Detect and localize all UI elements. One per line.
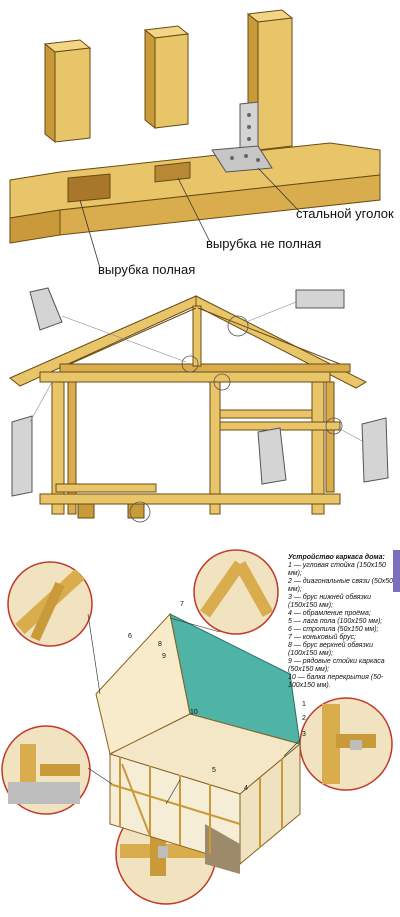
num-3: 3 — [302, 731, 306, 738]
house-panel: 1 2 3 4 5 6 7 8 9 10 Устройство каркаса … — [0, 544, 400, 917]
num-9: 9 — [162, 653, 166, 660]
base-beam — [9, 142, 381, 244]
top-plate — [39, 371, 331, 383]
legend-item-5: 5 — лага пола (100х150 мм); — [288, 618, 383, 625]
num-10: 10 — [190, 709, 198, 716]
callout-leaders — [87, 613, 301, 805]
steel-corner-bracket — [211, 101, 273, 173]
metal-plates — [11, 287, 389, 497]
frame-legend: Устройство каркаса дома: 1 — угловая сто… — [288, 554, 396, 690]
post-full-notch — [43, 39, 92, 144]
opening-header — [219, 409, 313, 419]
legend-item-9: 9 — рядовые стойки каркаса (50х150 мм); — [288, 658, 385, 673]
legend-item-4: 4 — обрамление проёма; — [288, 610, 371, 617]
floor-frame — [39, 483, 341, 519]
legend-item-1: 1 — угловая стойка (150х150 мм); — [288, 562, 386, 577]
num-7: 7 — [180, 601, 184, 608]
num-5: 5 — [212, 767, 216, 774]
post-partial-notch — [143, 25, 190, 130]
num-1: 1 — [302, 701, 306, 708]
legend-item-8: 8 — брус верхней обвязки (100х150 мм); — [288, 642, 373, 657]
frame-panel — [0, 282, 400, 544]
legend-item-6: 6 — стропила (50х150 мм); — [288, 626, 379, 633]
num-8: 8 — [158, 641, 162, 648]
roof-truss — [9, 295, 368, 389]
label-full-notch: вырубка полная — [98, 262, 196, 277]
label-steel-corner: стальной уголок — [296, 206, 394, 221]
legend-item-3: 3 — брус нижней обвязки (150х150 мм); — [288, 594, 371, 609]
legend-item-2: 2 — диагональные связи (50х50 мм); — [288, 578, 394, 593]
detail-callouts — [1, 549, 393, 905]
house-illustration: 1 2 3 4 5 6 7 8 9 10 — [1, 549, 393, 905]
house-frame — [95, 612, 302, 874]
part-numbers: 1 2 3 4 5 6 7 8 9 10 — [128, 601, 306, 792]
callout-circles — [129, 315, 343, 523]
leader-partial-notch — [177, 177, 211, 243]
num-6: 6 — [128, 633, 132, 640]
num-2: 2 — [302, 715, 306, 722]
post-with-corner — [246, 9, 294, 152]
leader-full-notch — [79, 199, 101, 269]
num-4: 4 — [244, 785, 248, 792]
label-partial-notch: вырубка не полная — [206, 236, 322, 251]
legend-item-10: 10 — балка перекрытия (50-100х150 мм). — [288, 674, 384, 689]
frame-posts — [51, 381, 335, 515]
frame-illustration — [9, 287, 389, 523]
side-accent-bar — [393, 550, 400, 592]
plate-leaders — [29, 301, 365, 443]
joints-illustration — [9, 9, 381, 269]
legend-item-7: 7 — коньковый брус; — [288, 634, 356, 641]
legend-title: Устройство каркаса дома: — [288, 554, 385, 561]
joints-panel: стальной уголок вырубка не полная вырубк… — [0, 0, 400, 282]
leader-steel-corner — [257, 167, 301, 213]
